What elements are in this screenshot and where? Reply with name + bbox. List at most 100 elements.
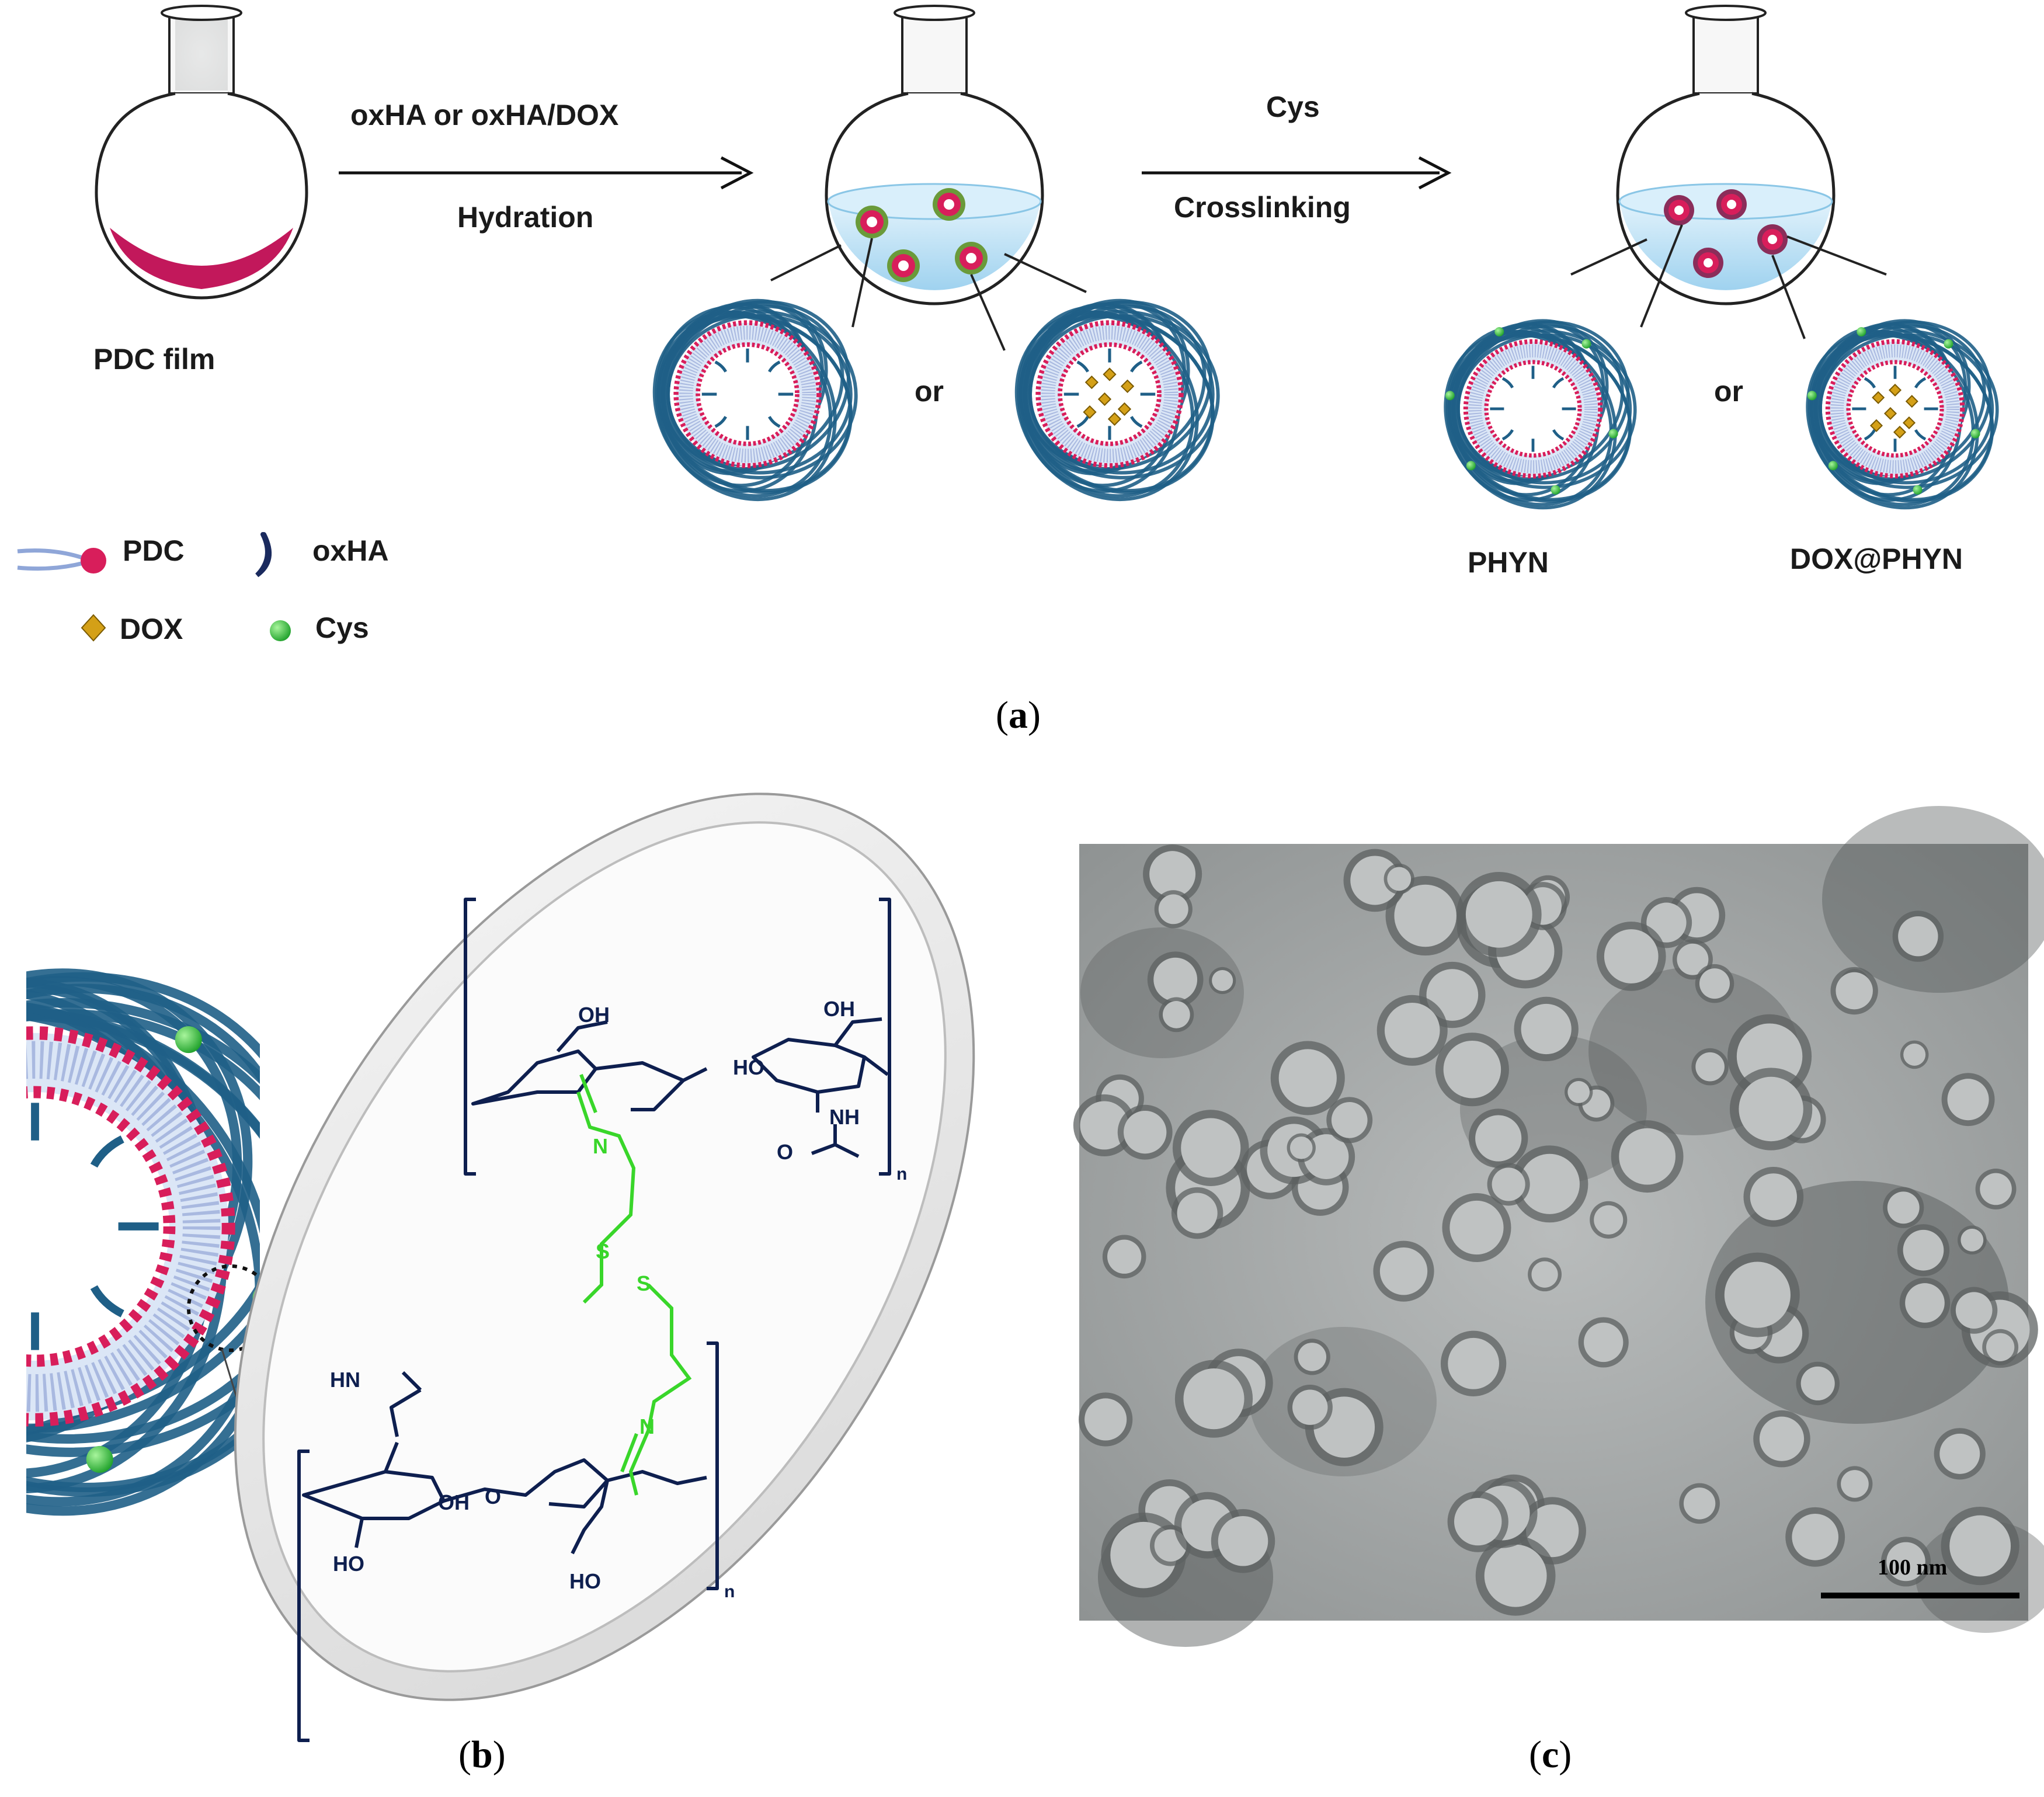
cys-crosslinker [1608,429,1618,439]
tem-vesicle-core [1739,1076,1803,1142]
oxha-strand [26,972,260,1433]
oxha-strand [661,300,850,471]
arrow-hydration [339,156,754,190]
chem-labels: OH OH HO NH O N S S N HN OH HO HO O n n [330,997,907,1601]
lipid-tails [1468,344,1598,474]
dox-molecule [1120,379,1135,394]
tem-vesicle-core [1800,1366,1835,1400]
arrow-crosslinking [1142,156,1452,190]
nanoparticle-phyn [1444,319,1637,510]
oxha-strand [26,1008,260,1497]
tem-vesicle-core [1449,1200,1504,1255]
tem-vesicle-core [1886,1542,1925,1582]
core-strand [1864,377,1876,389]
core-strand [768,416,781,428]
cys-crosslinker [1970,429,1980,439]
tem-vesicle-core [1484,1544,1547,1607]
tem-vesicle-core [1724,1261,1791,1328]
chem-ho-1: HO [733,1055,764,1079]
oxha-strand [1451,320,1630,481]
core-strand [714,360,727,373]
chem-ho-3: HO [569,1569,601,1593]
legend-glyphs [17,532,291,642]
legend-pdc-label: PDC [123,534,185,567]
tem-vesicle-core [1521,1003,1572,1055]
tem-vesicle-core [1331,1102,1368,1138]
chem-oh-2: OH [823,997,855,1021]
tem-vesicle-core [1567,1081,1590,1103]
tem-vesicle-core [1955,1292,1993,1329]
chem-nh-1: NH [829,1105,860,1129]
dox-molecule [1083,405,1097,419]
core-strand [1552,429,1565,441]
chem-n-2: N [639,1414,655,1438]
tem-vesicle-core [1683,1487,1716,1520]
chem-s-2: S [637,1271,651,1295]
chem-n-1: N [593,1134,608,1158]
scale-bar-label: 100 nm [1878,1555,1948,1580]
tem-vesicle-core [1695,1052,1725,1082]
chem-s-1: S [596,1239,610,1263]
nanoparticle-zoom [26,968,260,1516]
tem-vesicle-core [1519,1153,1580,1214]
tem-vesicle-core [1619,1128,1675,1185]
tem-vesicle-core [1960,1228,1984,1252]
chem-o-1: O [777,1140,793,1164]
nanoparticle-group [652,298,1999,510]
cys-legend-icon [270,620,291,641]
flask-pdc-film [95,5,308,300]
nanoparticle-dox [1014,298,1220,502]
dox-legend-icon [81,614,106,642]
tem-vesicle-core [1792,1513,1838,1560]
oxha-strand [1813,320,1992,481]
cys-crosslinker [1494,327,1504,337]
cys-crosslinker [1466,461,1476,471]
tem-vesicle-core [1475,1115,1522,1162]
step2-label-bottom: Crosslinking [1174,191,1351,224]
tem-vesicle-core [1278,1049,1337,1107]
dox-molecule [1869,419,1883,432]
crosslinked-vesicle-cluster [1664,189,1788,278]
or-label-2: or [1714,375,1743,408]
oxha-strand [1023,300,1212,471]
chem-oh-1: OH [578,1003,610,1027]
nanoparticle-empty [652,298,858,502]
chem-n-sub-1: n [896,1165,907,1184]
core-strand [1914,429,1927,441]
caption-c: (c) [1529,1733,1572,1776]
tem-vesicle-core [1448,1337,1500,1389]
tem-vesicle-core [1350,856,1400,905]
flask-crosslinked [1570,5,1887,339]
chem-n-sub-2: n [724,1582,735,1601]
tem-vesicle-core [1162,1000,1190,1028]
tem-vesicle-core [1939,1433,1980,1474]
tem-vesicle-core [1289,1136,1313,1159]
tem-vesicle-core [1980,1173,2012,1205]
tem-vesicle-core [1584,1322,1624,1362]
nanoparticle-enlarged [26,968,260,1516]
tem-stain-region [1822,806,2044,993]
lipid-tails [679,325,816,463]
tem-vesicle-core [1181,1118,1241,1178]
tem-vesicle-core [1443,1040,1501,1099]
dox-molecule [1872,391,1885,404]
product-dox-phyn: DOX@PHYN [1790,543,1963,575]
core-strand [1076,416,1089,428]
chem-oh-3: OH [438,1490,470,1514]
tem-vesicle-core [1084,1398,1127,1441]
film-label: PDC film [93,343,215,376]
tem-vesicle-core [1080,1101,1129,1150]
cys-crosslinker [1807,391,1817,401]
core-strand [1076,360,1089,373]
tem-vesicle-core [1949,1515,2011,1577]
legend-oxha-label: oxHA [312,534,389,567]
cys-crosslinker [86,1445,113,1473]
tem-vesicle-core [1750,1173,1797,1221]
core-strand [1130,416,1143,428]
tem-vesicle-core [1947,1079,1989,1121]
tem-vesicle-core [1604,929,1659,983]
tem-vesicle-core [1183,1368,1245,1430]
tem-vesicle-core [1384,1003,1440,1058]
